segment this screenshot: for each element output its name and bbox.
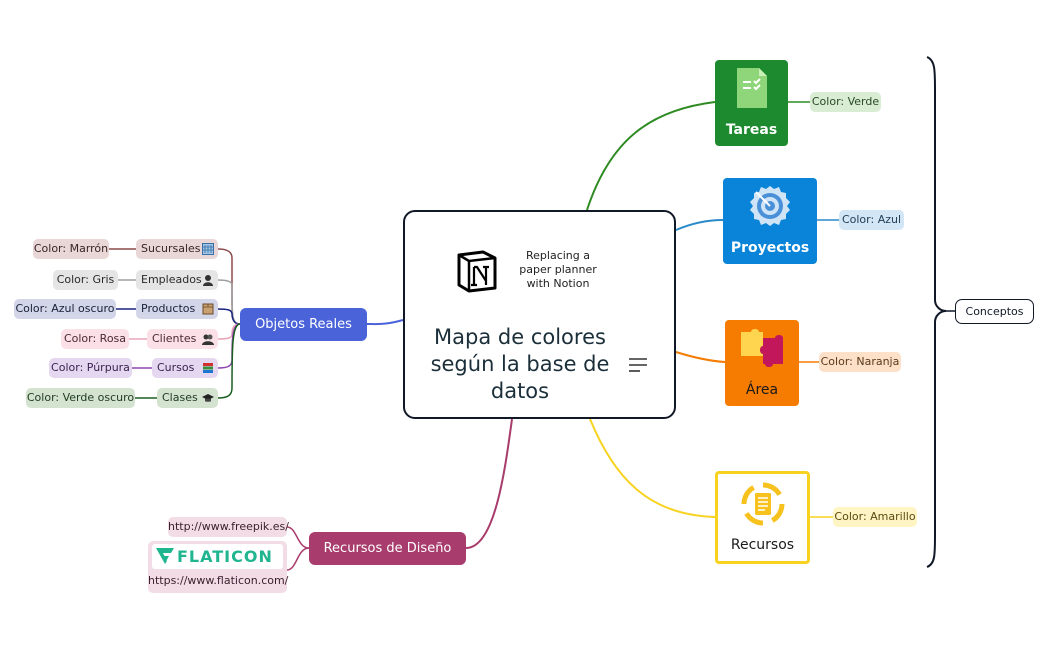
objetos-reales-node[interactable]: Objetos Reales — [240, 308, 367, 341]
concept-recursos-title: Recursos — [730, 537, 795, 553]
document-icon — [741, 482, 784, 526]
building-icon — [202, 243, 214, 255]
concept-proyectos-title: Proyectos — [730, 240, 810, 256]
color-label-rosa[interactable]: Color: Rosa — [61, 329, 129, 349]
person-icon — [203, 275, 213, 286]
people-icon — [202, 334, 214, 345]
concept-tareas-title: Tareas — [725, 122, 778, 138]
subtopic-cursos[interactable]: Cursos — [152, 358, 218, 378]
checklist-icon — [736, 68, 767, 108]
subtopic-empleados[interactable]: Empleados — [136, 270, 218, 290]
graduation-cap-icon — [202, 394, 214, 402]
concept-area[interactable]: Área — [725, 320, 799, 406]
puzzle-icon — [741, 329, 783, 367]
subtopic-sucursales[interactable]: Sucursales — [136, 239, 218, 259]
notion-logo-icon — [457, 250, 497, 293]
flaticon-mark-icon — [156, 548, 174, 564]
concept-area-title: Área — [745, 382, 779, 398]
subtopic-productos[interactable]: Productos — [136, 299, 218, 319]
color-label-verde[interactable]: Color: Verde — [810, 92, 881, 112]
flaticon-logo: FLATICON — [152, 544, 283, 569]
color-label-verde-oscuro[interactable]: Color: Verde oscuro — [26, 388, 135, 408]
subtopic-clientes[interactable]: Clientes — [147, 329, 218, 349]
color-label-marron[interactable]: Color: Marrón — [33, 239, 109, 259]
concept-proyectos[interactable]: Proyectos — [723, 178, 817, 264]
conceptos-label[interactable]: Conceptos — [955, 299, 1034, 324]
central-topic[interactable] — [403, 210, 676, 419]
flaticon-card[interactable]: FLATICON https://www.flaticon.com/ — [148, 541, 289, 593]
color-label-gris[interactable]: Color: Gris — [53, 270, 118, 290]
center-note: Replacing a paper planner with Notion — [519, 249, 597, 290]
concept-recursos[interactable]: Recursos — [715, 471, 810, 564]
color-label-azul[interactable]: Color: Azul — [839, 210, 904, 230]
recursos-diseno-node[interactable]: Recursos de Diseño — [309, 532, 466, 565]
color-label-naranja[interactable]: Color: Naranja — [819, 352, 901, 372]
freepik-link[interactable]: http://www.freepik.es/ — [168, 517, 289, 537]
flaticon-link: https://www.flaticon.com/ — [148, 574, 289, 587]
books-icon — [203, 363, 213, 373]
box-icon — [202, 303, 214, 315]
target-icon — [750, 186, 790, 226]
color-label-azul-oscuro[interactable]: Color: Azul oscuro — [14, 299, 116, 319]
subtopic-clases[interactable]: Clases — [157, 388, 218, 408]
color-label-purpura[interactable]: Color: Púrpura — [49, 358, 132, 378]
center-title: Mapa de colores según la base de datos — [430, 325, 610, 403]
concept-tareas[interactable]: Tareas — [715, 60, 788, 146]
notes-icon[interactable] — [628, 357, 648, 373]
color-label-amarillo[interactable]: Color: Amarillo — [833, 507, 917, 527]
